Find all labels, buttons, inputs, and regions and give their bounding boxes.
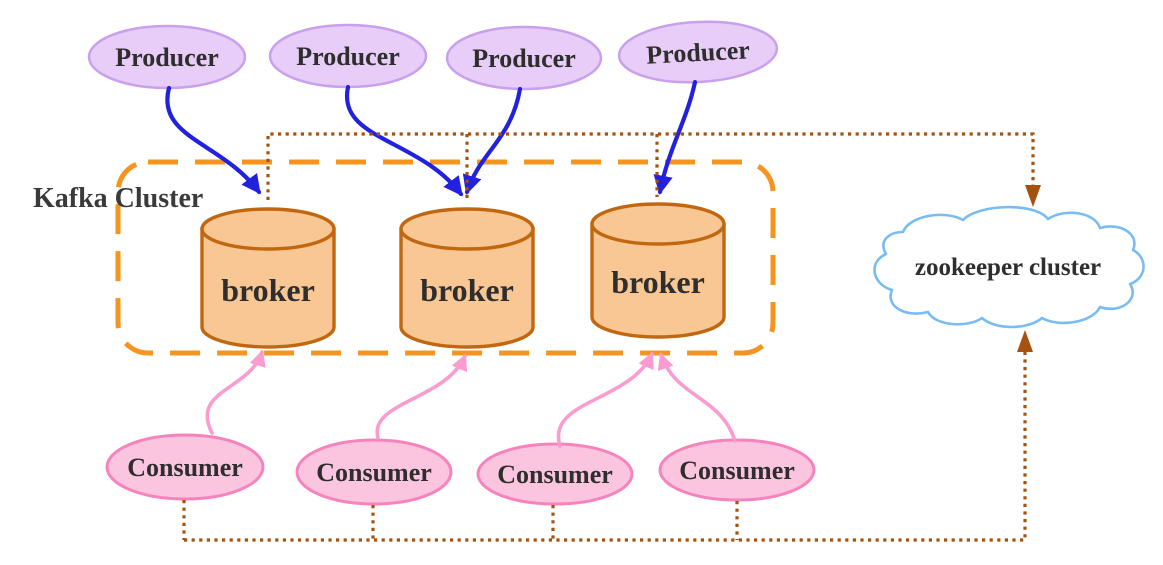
producer-label: Producer bbox=[472, 44, 576, 73]
producer-arrow bbox=[653, 79, 698, 195]
consumer-ellipse bbox=[476, 442, 634, 506]
broker-label: broker bbox=[221, 272, 315, 308]
producer-arrow bbox=[344, 84, 464, 197]
producer-node: Producer bbox=[445, 25, 603, 91]
producer-ellipse bbox=[617, 20, 779, 84]
consumer-arrow bbox=[556, 351, 654, 448]
broker-cylinder-body bbox=[200, 227, 336, 349]
consumer-ellipse bbox=[295, 438, 453, 506]
producer-node: Producer bbox=[87, 24, 247, 90]
consumer-label: Consumer bbox=[497, 460, 613, 489]
producer-node: Producer bbox=[268, 23, 428, 89]
broker-node bbox=[200, 207, 336, 349]
consumer-node: Consumer bbox=[476, 442, 634, 506]
producer-ellipse bbox=[445, 25, 603, 91]
consumer-node: Consumer bbox=[295, 438, 453, 506]
broker-cylinder-body bbox=[399, 227, 535, 349]
zookeeper-cloud bbox=[873, 205, 1145, 329]
broker-node bbox=[590, 202, 726, 339]
consumer-arrow bbox=[205, 349, 266, 435]
producer-node: Producer bbox=[617, 20, 779, 84]
producer-arrow bbox=[165, 85, 262, 195]
broker-cylinder-top bbox=[399, 207, 535, 251]
consumer-label: Consumer bbox=[679, 456, 795, 485]
zookeeper-link-top bbox=[266, 132, 1035, 200]
consumer-ellipse bbox=[658, 438, 816, 502]
producer-label: Producer bbox=[646, 35, 751, 69]
consumer-node: Consumer bbox=[658, 438, 816, 502]
producer-label: Producer bbox=[115, 43, 219, 72]
producer-label: Producer bbox=[296, 42, 400, 71]
consumer-node: Consumer bbox=[105, 433, 265, 501]
broker-cylinder-top bbox=[200, 207, 336, 251]
kafka-cluster-label: Kafka Cluster bbox=[33, 183, 203, 214]
consumer-label: Consumer bbox=[127, 453, 243, 482]
kafka-cluster-boundary bbox=[115, 159, 776, 356]
consumer-arrow bbox=[657, 352, 737, 443]
broker-cylinder-top bbox=[590, 202, 726, 246]
producer-arrow bbox=[462, 86, 523, 195]
consumer-label: Consumer bbox=[316, 458, 432, 487]
broker-node bbox=[399, 207, 535, 349]
broker-label: broker bbox=[420, 272, 514, 308]
broker-cylinder-body bbox=[590, 222, 726, 339]
zookeeper-link-bottom bbox=[184, 348, 1027, 542]
arrowhead-up-icon bbox=[1017, 330, 1033, 352]
zookeeper-label: zookeeper cluster bbox=[915, 254, 1101, 281]
consumer-arrow bbox=[375, 353, 467, 440]
consumer-ellipse bbox=[105, 433, 265, 501]
broker-label: broker bbox=[611, 264, 705, 300]
arrowhead-down-icon bbox=[1025, 185, 1041, 207]
